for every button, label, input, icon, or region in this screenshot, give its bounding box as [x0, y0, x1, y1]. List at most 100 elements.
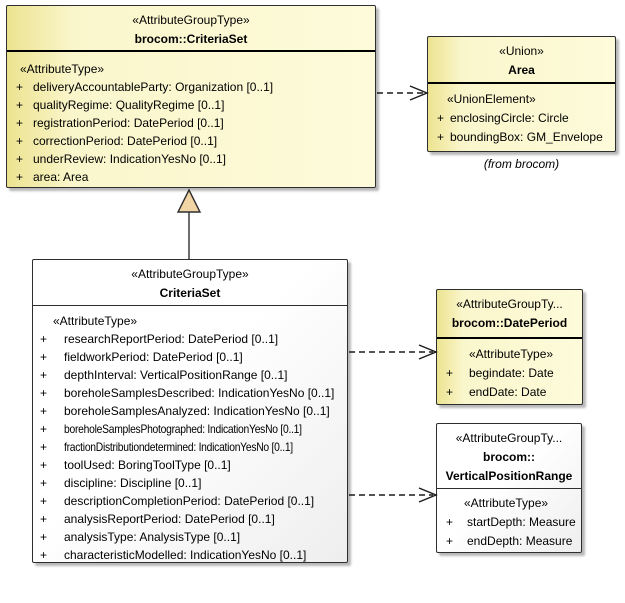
class-brocom-verticalpositionrange[interactable]: «AttributeGroupTy... brocom:: VerticalPo… — [436, 423, 582, 553]
dependency-area-connector[interactable] — [377, 85, 429, 101]
stereotype-label: «AttributeGroupType» — [131, 267, 249, 281]
class-header: «AttributeGroupTy... brocom::DatePeriod — [437, 290, 582, 339]
stereotype-label: «AttributeGroupTy... — [455, 431, 563, 445]
attribute-text: area: Area — [33, 170, 89, 184]
attribute-row: + boreholeSamplesAnalyzed: IndicationYes… — [33, 402, 347, 420]
attribute-text: endDepth: Measure — [467, 534, 573, 548]
visibility-symbol: + — [446, 515, 454, 529]
attribute-text: boreholeSamplesAnalyzed: IndicationYesNo… — [64, 404, 330, 418]
class-area[interactable]: «Union» Area «UnionElement» + enclosingC… — [427, 36, 616, 152]
visibility-symbol: + — [446, 534, 454, 548]
attribute-row: + deliveryAccountableParty: Organization… — [7, 78, 375, 96]
attribute-row: + underReview: IndicationYesNo [0..1] — [7, 150, 375, 168]
dependency-verticalpositionrange-connector[interactable] — [349, 487, 438, 503]
class-header: «AttributeGroupTy... brocom:: VerticalPo… — [437, 424, 581, 489]
attribute-text: correctionPeriod: DatePeriod [0..1] — [33, 134, 218, 148]
section-label: «AttributeType» — [20, 62, 105, 76]
attribute-text: boreholeSamplesDescribed: IndicationYesN… — [64, 386, 335, 400]
visibility-symbol: + — [40, 494, 48, 508]
attribute-compartment: «AttributeType» + begindate: Date + endD… — [437, 339, 582, 402]
attribute-compartment: «AttributeType» + researchReportPeriod: … — [33, 306, 347, 564]
visibility-symbol: + — [40, 530, 48, 544]
class-header: «AttributeGroupType» brocom::CriteriaSet — [7, 6, 375, 52]
class-brocom-criteriaset[interactable]: «AttributeGroupType» brocom::CriteriaSet… — [6, 5, 376, 188]
attribute-row: + endDepth: Measure — [437, 532, 581, 551]
generalization-triangle-icon — [176, 188, 202, 213]
class-name: brocom::DatePeriod — [451, 316, 568, 330]
attribute-text: boreholeSamplesPhotographed: IndicationY… — [64, 422, 302, 436]
section-label: «AttributeType» — [469, 347, 554, 361]
attribute-row: + fractionDistributiondetermined: Indica… — [33, 438, 347, 456]
visibility-symbol: + — [16, 116, 24, 130]
visibility-symbol: + — [40, 458, 48, 472]
attribute-row: + endDate: Date — [437, 383, 582, 402]
attribute-text: deliveryAccountableParty: Organization [… — [33, 80, 274, 94]
attribute-row: + analysisType: AnalysisType [0..1] — [33, 528, 347, 546]
attribute-text: discipline: Discipline [0..1] — [64, 476, 202, 490]
attribute-row: + depthInterval: VerticalPositionRange [… — [33, 366, 347, 384]
visibility-symbol: + — [437, 111, 445, 125]
visibility-symbol: + — [40, 404, 48, 418]
class-brocom-dateperiod[interactable]: «AttributeGroupTy... brocom::DatePeriod … — [436, 289, 583, 405]
class-header: «AttributeGroupType» CriteriaSet — [33, 260, 347, 306]
attribute-text: toolUsed: BoringToolType [0..1] — [64, 458, 231, 472]
attribute-text: boundingBox: GM_Envelope — [450, 130, 603, 144]
attribute-text: registrationPeriod: DatePeriod [0..1] — [33, 116, 224, 130]
attribute-row: + characteristicModelled: IndicationYesN… — [33, 546, 347, 564]
attribute-compartment: «AttributeType» + startDepth: Measure + … — [437, 489, 581, 551]
visibility-symbol: + — [40, 422, 48, 436]
open-arrowhead-icon — [418, 487, 438, 503]
stereotype-label: «Union» — [499, 44, 544, 58]
attribute-row: + boreholeSamplesPhotographed: Indicatio… — [33, 420, 347, 438]
open-arrowhead-icon — [409, 85, 429, 101]
attribute-row: + enclosingCircle: Circle — [428, 109, 615, 128]
visibility-symbol: + — [40, 440, 48, 454]
class-name: brocom::CriteriaSet — [134, 32, 248, 46]
attribute-row: + discipline: Discipline [0..1] — [33, 474, 347, 492]
attribute-text: underReview: IndicationYesNo [0..1] — [33, 152, 227, 166]
open-arrowhead-icon — [418, 344, 438, 360]
visibility-symbol: + — [16, 80, 24, 94]
attribute-compartment: «AttributeType» + deliveryAccountablePar… — [7, 52, 375, 186]
attribute-text: descriptionCompletionPeriod: DatePeriod … — [64, 494, 315, 508]
visibility-symbol: + — [40, 476, 48, 490]
visibility-symbol: + — [437, 130, 445, 144]
class-header: «Union» Area — [428, 37, 615, 84]
visibility-symbol: + — [446, 385, 454, 399]
attribute-compartment: «UnionElement» + enclosingCircle: Circle… — [428, 84, 615, 147]
attribute-row: + descriptionCompletionPeriod: DatePerio… — [33, 492, 347, 510]
visibility-symbol: + — [16, 98, 24, 112]
attribute-row: + correctionPeriod: DatePeriod [0..1] — [7, 132, 375, 150]
attribute-text: begindate: Date — [469, 366, 554, 380]
attribute-text: fieldworkPeriod: DatePeriod [0..1] — [64, 350, 243, 364]
visibility-symbol: + — [40, 386, 48, 400]
from-package-note: (from brocom) — [483, 157, 560, 171]
class-criteriaset[interactable]: «AttributeGroupType» CriteriaSet «Attrib… — [32, 259, 348, 563]
section-label: «AttributeType» — [464, 496, 549, 510]
visibility-symbol: + — [446, 366, 454, 380]
visibility-symbol: + — [40, 368, 48, 382]
attribute-text: fractionDistributiondetermined: Indicati… — [64, 440, 293, 454]
attribute-row: + begindate: Date — [437, 364, 582, 383]
attribute-row: + boundingBox: GM_Envelope — [428, 128, 615, 147]
attribute-row: + area: Area — [7, 168, 375, 186]
class-name: brocom:: VerticalPositionRange — [445, 450, 573, 483]
attribute-row: + boreholeSamplesDescribed: IndicationYe… — [33, 384, 347, 402]
attribute-text: characteristicModelled: IndicationYesNo … — [64, 548, 307, 562]
stereotype-label: «AttributeGroupTy... — [456, 297, 563, 311]
attribute-row: + researchReportPeriod: DatePeriod [0..1… — [33, 330, 347, 348]
stereotype-label: «AttributeGroupType» — [132, 13, 250, 27]
class-name: Area — [508, 63, 535, 77]
dependency-dateperiod-connector[interactable] — [349, 344, 438, 360]
class-name: CriteriaSet — [159, 286, 221, 300]
attribute-text: qualityRegime: QualityRegime [0..1] — [33, 98, 225, 112]
visibility-symbol: + — [40, 548, 48, 562]
attribute-row: + registrationPeriod: DatePeriod [0..1] — [7, 114, 375, 132]
section-label: «UnionElement» — [447, 92, 536, 106]
attribute-text: analysisType: AnalysisType [0..1] — [64, 530, 241, 544]
generalization-connector[interactable] — [176, 188, 202, 259]
attribute-text: analysisReportPeriod: DatePeriod [0..1] — [64, 512, 275, 526]
attribute-text: endDate: Date — [469, 385, 547, 399]
visibility-symbol: + — [40, 350, 48, 364]
